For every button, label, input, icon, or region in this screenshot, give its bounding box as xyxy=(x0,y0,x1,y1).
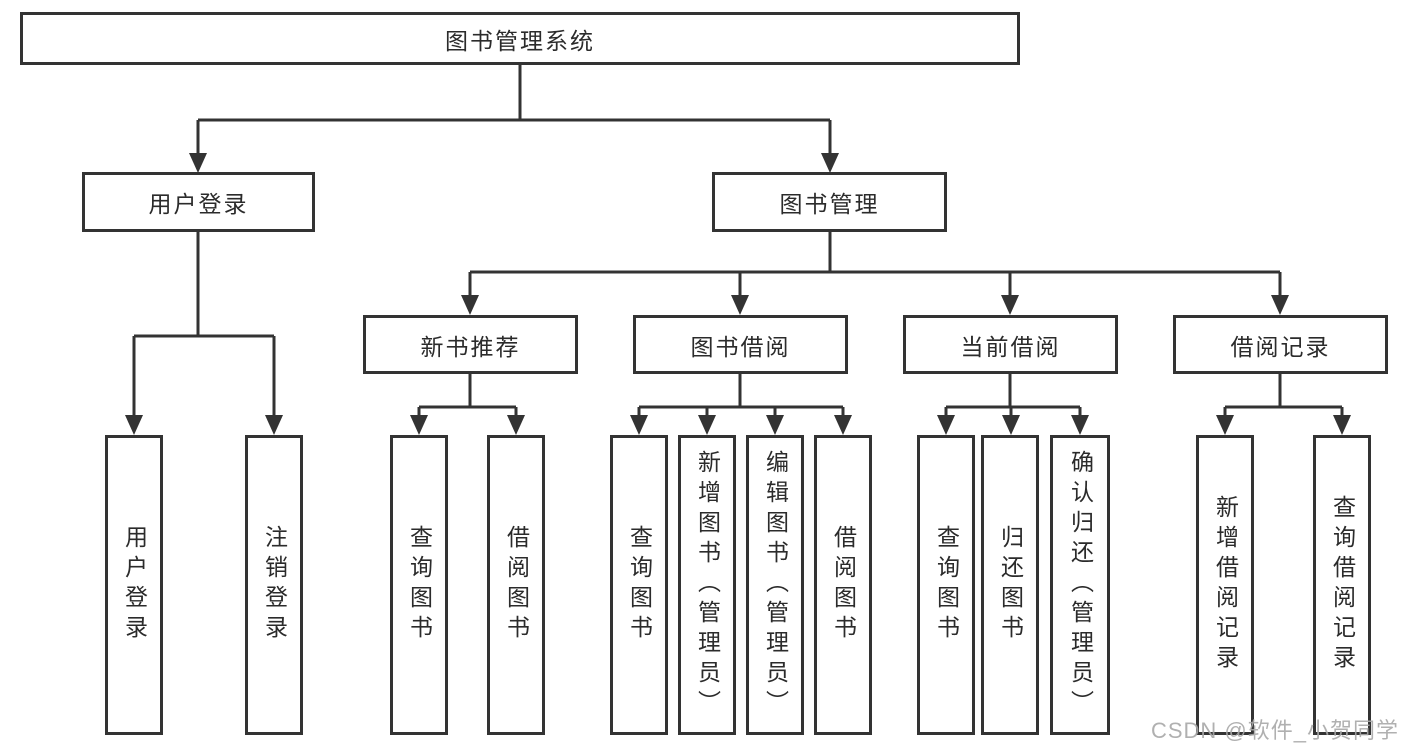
leaf-label: 归还图书 xyxy=(997,525,1024,645)
leaf-label: 查询图书 xyxy=(406,525,433,645)
leaf-query-borrow-record: 查询借阅记录 xyxy=(1313,435,1371,735)
leaf-query-books-borrow: 查询图书 xyxy=(610,435,668,735)
leaf-label: 借阅图书 xyxy=(503,525,530,645)
leaf-label: 查询图书 xyxy=(626,525,653,645)
leaf-add-books-admin: 新增图书（管理员） xyxy=(678,435,736,735)
node-root-library-management-system: 图书管理系统 xyxy=(20,12,1020,65)
node-borrow-records: 借阅记录 xyxy=(1173,315,1388,374)
leaf-query-books-current: 查询图书 xyxy=(917,435,975,735)
leaf-label: 用户登录 xyxy=(121,525,148,645)
leaf-borrow-books: 借阅图书 xyxy=(814,435,872,735)
csdn-watermark: CSDN @软件_小贺同学 xyxy=(1150,718,1399,743)
node-book-management: 图书管理 xyxy=(712,172,947,232)
leaf-add-borrow-record: 新增借阅记录 xyxy=(1196,435,1254,735)
leaf-label: 新增借阅记录 xyxy=(1212,495,1239,675)
leaf-label: 编辑图书（管理员） xyxy=(762,450,789,720)
leaf-confirm-return-admin: 确认归还（管理员） xyxy=(1050,435,1110,735)
leaf-return-books: 归还图书 xyxy=(981,435,1039,735)
leaf-label: 新增图书（管理员） xyxy=(694,450,721,720)
leaf-borrow-books-recommend: 借阅图书 xyxy=(487,435,545,735)
leaf-label: 借阅图书 xyxy=(830,525,857,645)
node-book-borrow: 图书借阅 xyxy=(633,315,848,374)
leaf-label: 确认归还（管理员） xyxy=(1067,450,1094,720)
leaf-user-login: 用户登录 xyxy=(105,435,163,735)
leaf-logout: 注销登录 xyxy=(245,435,303,735)
leaf-label: 查询借阅记录 xyxy=(1329,495,1356,675)
leaf-label: 注销登录 xyxy=(261,525,288,645)
leaf-query-books-recommend: 查询图书 xyxy=(390,435,448,735)
node-current-borrow: 当前借阅 xyxy=(903,315,1118,374)
leaf-edit-books-admin: 编辑图书（管理员） xyxy=(746,435,804,735)
node-user-login: 用户登录 xyxy=(82,172,315,232)
node-new-book-recommend: 新书推荐 xyxy=(363,315,578,374)
leaf-label: 查询图书 xyxy=(933,525,960,645)
